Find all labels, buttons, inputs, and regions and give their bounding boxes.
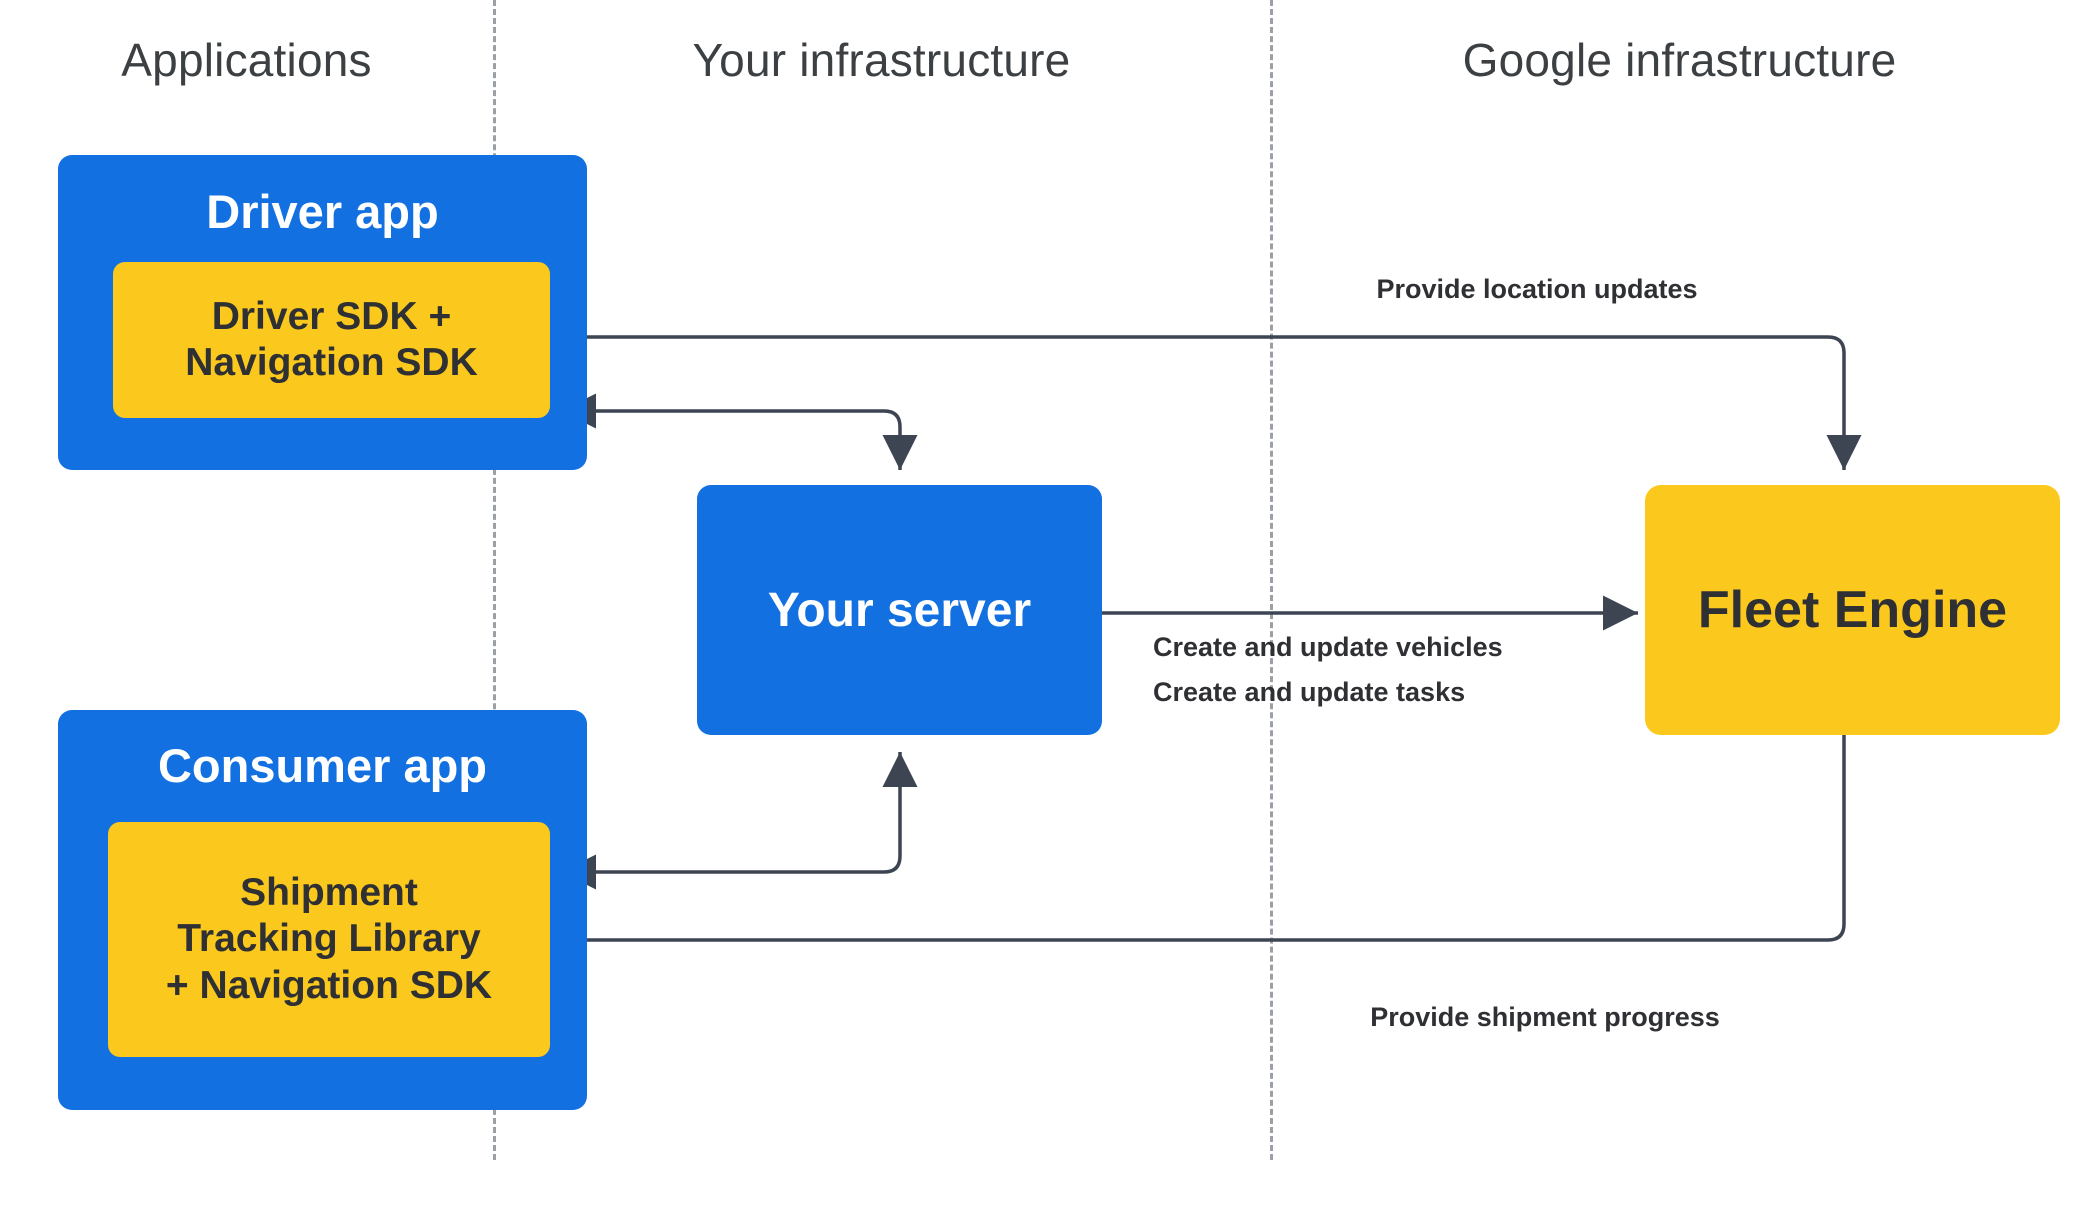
consumer-app-title: Consumer app: [157, 739, 488, 792]
divider-infrastructure-google: [1270, 0, 1273, 1160]
driver-sdk-label: Driver SDK +Navigation SDK: [185, 294, 478, 384]
edge-label-create-update-vehicles: Create and update vehicles: [1153, 632, 1503, 662]
connector-shipment-progress: [519, 735, 1846, 958]
fleet-engine-label: Fleet Engine: [1697, 581, 2008, 639]
connector-server-to-driver-app: [561, 393, 918, 470]
node-fleet-engine[interactable]: Fleet Engine: [1645, 485, 2060, 735]
driver-app-title: Driver app: [206, 185, 439, 238]
column-header-applications: Applications: [121, 34, 372, 86]
connector-server-to-consumer-app: [561, 752, 918, 890]
edge-label-shipment-progress: Provide shipment progress: [1370, 1002, 1720, 1032]
node-your-server[interactable]: Your server: [697, 485, 1102, 735]
node-driver-app[interactable]: Driver app Driver SDK +Navigation SDK: [58, 155, 587, 470]
column-header-your-infrastructure: Your infrastructure: [692, 34, 1071, 86]
column-header-google-infrastructure: Google infrastructure: [1462, 34, 1897, 86]
edge-label-location-updates: Provide location updates: [1376, 274, 1698, 304]
divider-applications-infrastructure: [493, 0, 496, 1160]
your-server-label: Your server: [767, 583, 1032, 637]
node-driver-sdk[interactable]: Driver SDK +Navigation SDK: [113, 262, 550, 418]
edge-label-create-update-tasks: Create and update tasks: [1153, 677, 1466, 707]
connector-location-updates: [521, 319, 1862, 470]
